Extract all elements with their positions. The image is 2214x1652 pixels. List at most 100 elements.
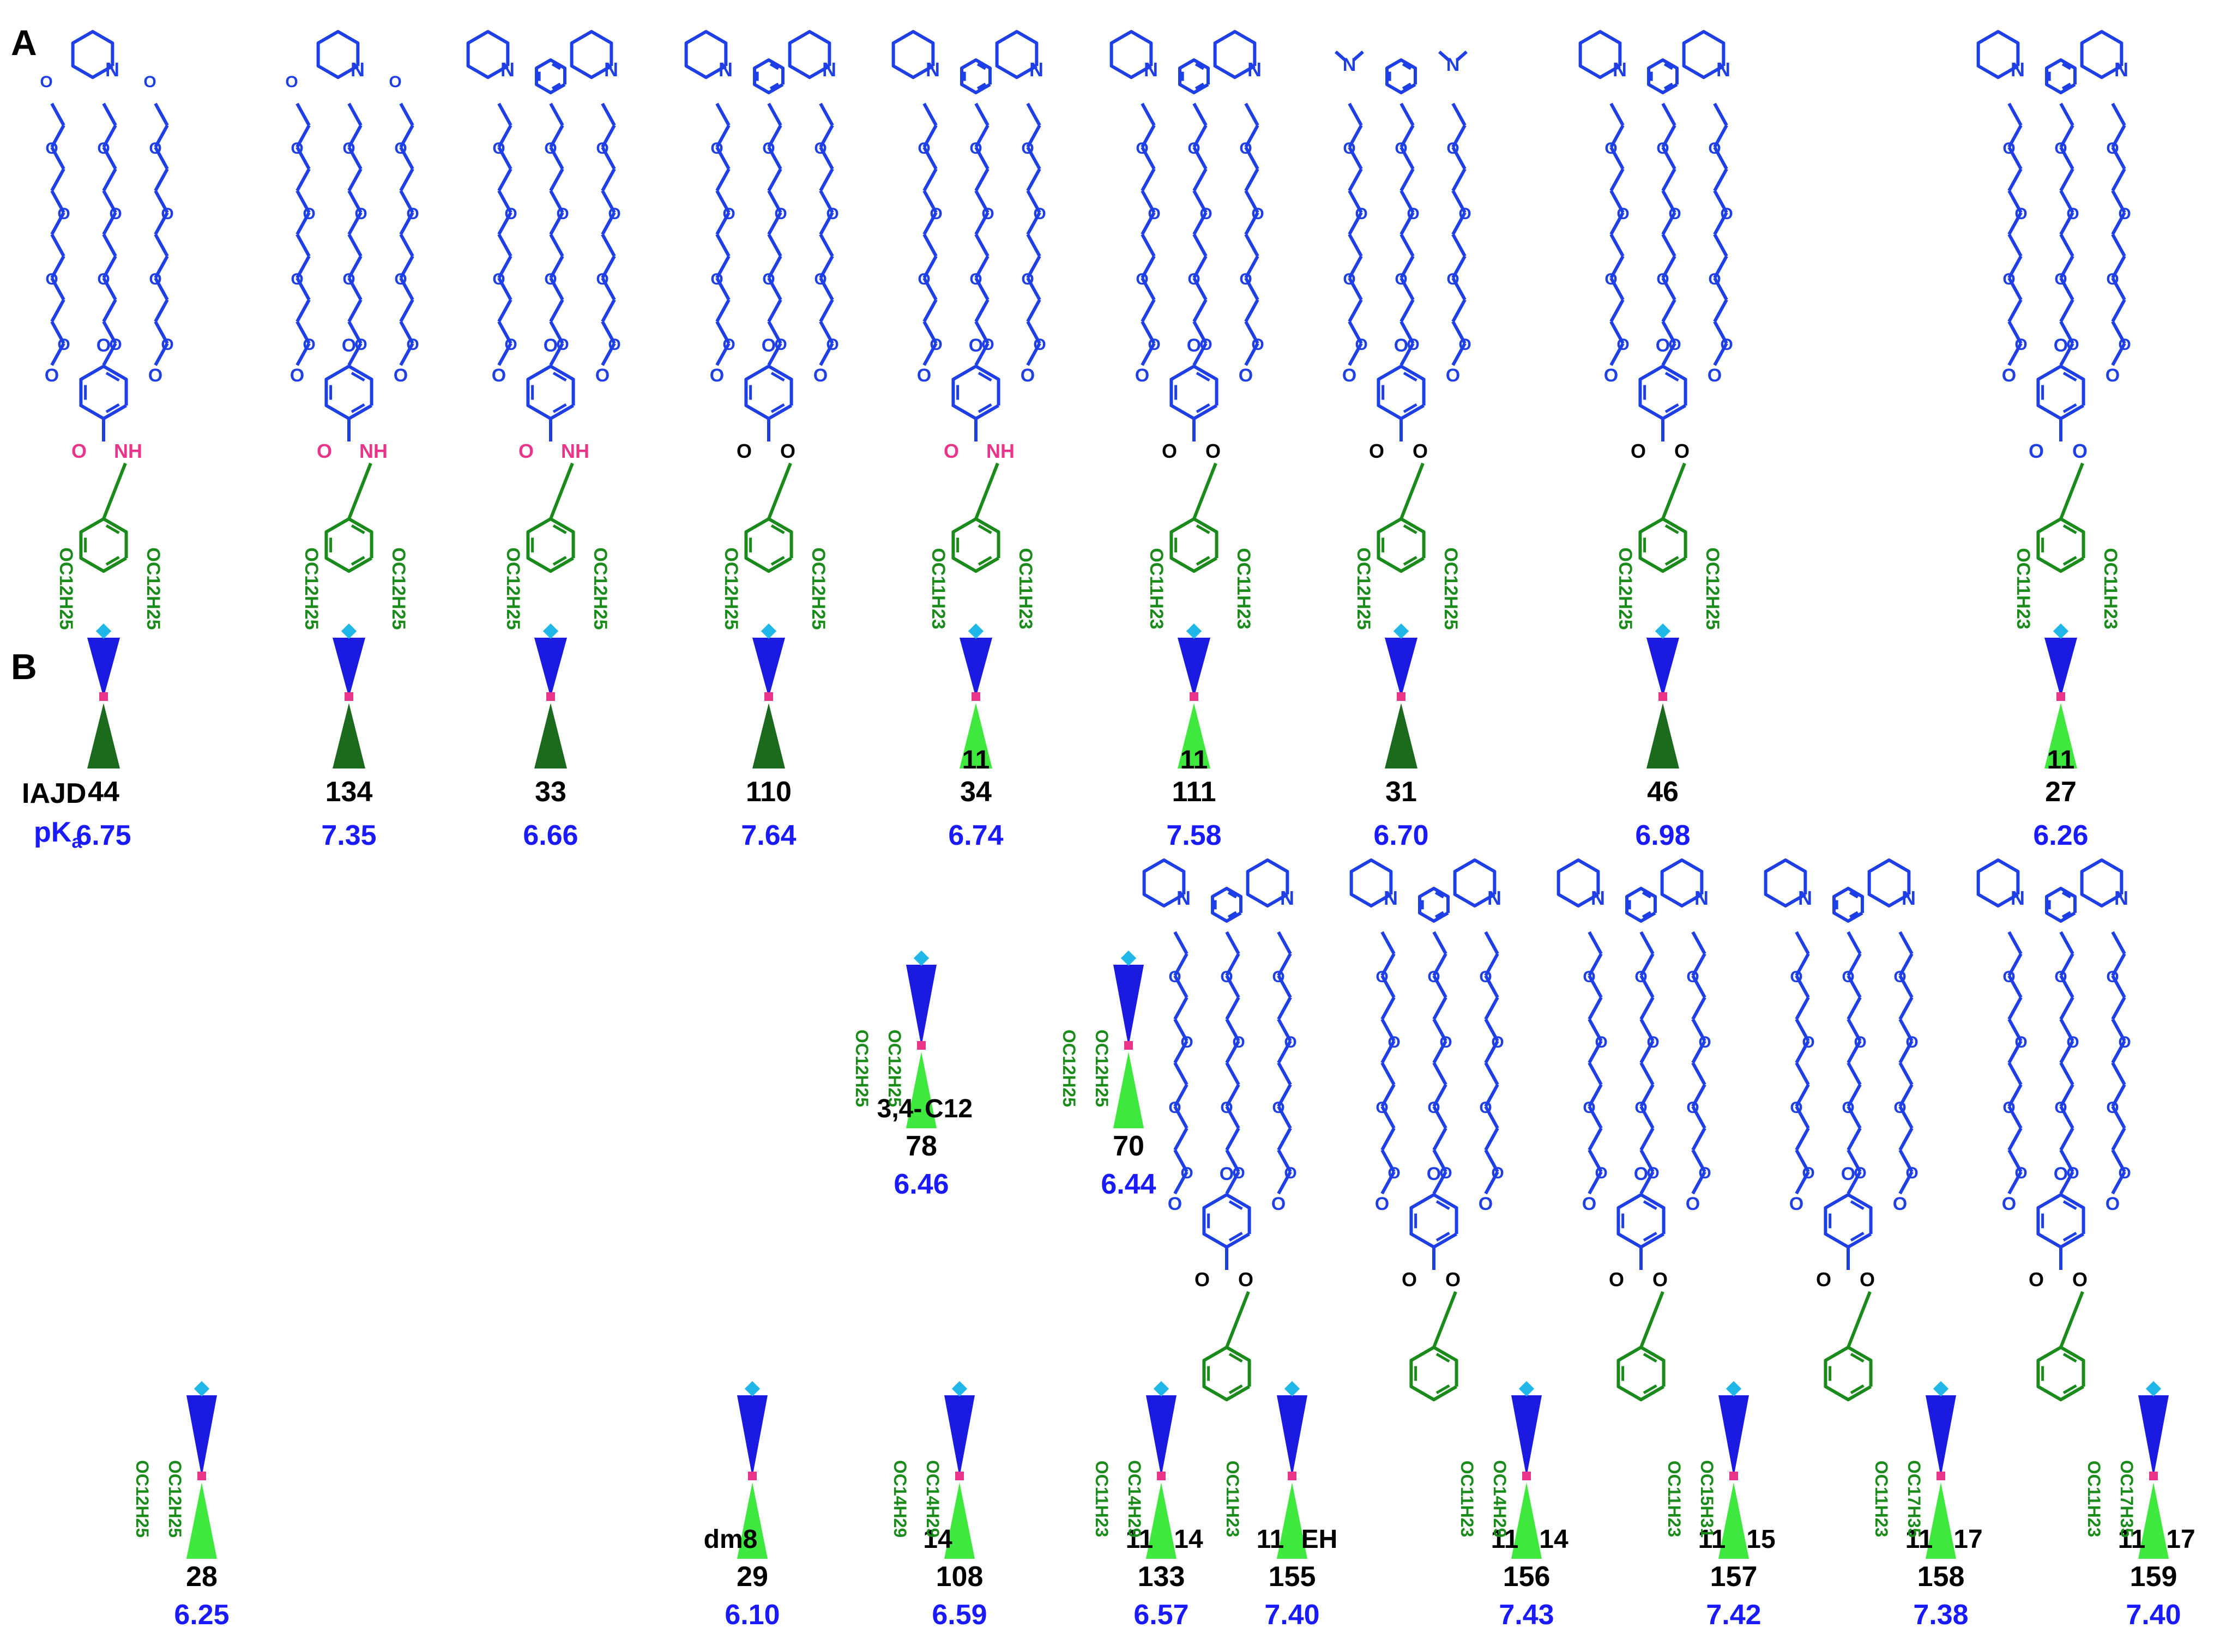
peg-bond [1225,1018,1240,1042]
peg-bond [497,102,512,126]
double-bond [1643,1384,1657,1394]
peg-bond [497,342,512,366]
peg-bond [1432,996,1447,1020]
oxygen-atom: O [2054,335,2068,356]
peg-bond [1451,342,1467,366]
peg-bond [1399,342,1415,366]
cone-note: dm8 [704,1525,758,1554]
peg-bond [1026,299,1041,323]
cone-note: 3,4- [877,1094,922,1123]
oxygen-atom: O [917,365,931,386]
peg-bond [1639,953,1655,977]
oxygen-atom: O [1220,1164,1234,1184]
peg-bond [1588,996,1603,1020]
peg-bond [1795,953,1810,977]
double-bond [2062,1353,2077,1363]
methoxy-oxygen: O [40,73,52,91]
peg-bond [974,320,990,344]
peg-bond [2007,975,2023,999]
peg-bond [1192,168,1208,192]
peg-bond [1898,1062,1914,1086]
double-bond [1643,1200,1657,1211]
peg-bond [715,233,731,257]
peg-bond [819,277,834,301]
peg-bond [1609,146,1625,170]
pka-value: 7.40 [1264,1599,1319,1631]
peg-bond [1026,233,1041,257]
alkoxy-tail: OC14H29 [923,1460,943,1538]
pka-sub: a [71,831,82,852]
methoxy-oxygen: O [285,73,298,91]
gallate-ring [1169,365,1218,420]
linker-dot [1522,1472,1531,1480]
peg-bond [1399,233,1415,257]
pka-value: 6.98 [1635,820,1690,851]
peg-bond [2111,255,2126,279]
peg-bond [347,146,363,170]
peg-bond [2059,975,2074,999]
peg-bond [767,102,782,126]
double-bond [105,372,120,382]
peg-bond [715,211,731,235]
peg-bond [1713,211,1728,235]
oxygen-atom: O [1634,1164,1648,1184]
peg-bond [1244,168,1259,192]
hydrophilic-cone [2044,638,2077,698]
alkoxy-tail: OC12H25 [1702,547,1723,630]
pka-value: 6.10 [725,1599,780,1631]
peg-bond [1432,1149,1447,1173]
linker-dot [546,692,555,701]
oxygen-atom: O [1375,1194,1389,1214]
amine-diamond [1153,1381,1169,1397]
peg-bond [1173,1171,1189,1195]
peg-bond [2111,102,2126,126]
peg-bond [1432,1127,1447,1151]
peg-bond [1713,299,1728,323]
hydrophobic-ring [1169,517,1218,573]
peg-bond [2007,277,2023,301]
double-bond [552,403,567,413]
pka-value: 7.35 [321,820,376,851]
peg-bond [601,168,616,192]
peg-bond [1609,320,1625,344]
oxygen-atom: O [544,335,558,356]
alkoxy-tail: OC11H23 [1457,1461,1477,1538]
peg-bond [497,255,512,279]
peg-bond [1192,255,1208,279]
peg-bond [2059,1105,2074,1129]
oxygen-atom: O [290,365,304,386]
piperidine-ring [1976,858,2020,907]
linker-dot [2149,1472,2158,1480]
alkoxy-tail: OC12H25 [301,547,322,630]
peg-bond [1609,233,1625,257]
oxygen-atom: O [1446,365,1460,386]
hydrophobic-ring [1638,517,1687,573]
double-bond [2061,63,2071,70]
double-bond [1228,1200,1243,1211]
peg-bond [922,211,938,235]
peg-bond [715,190,731,214]
peg-bond [1192,299,1208,323]
peg-bond [601,190,616,214]
hydrophobic-ring [1377,517,1426,573]
peg-bond [1713,277,1728,301]
peg-bond [50,190,65,214]
carbonyl-oxygen: O [1195,1268,1210,1291]
peg-bond [50,299,65,323]
hydrophilic-cone [737,1395,768,1477]
nitrogen-atom: N [1487,887,1501,909]
amine-diamond [2145,1381,2162,1397]
nitrogen-atom: N [1716,58,1730,81]
alkoxy-tail: OC11H23 [1092,1461,1112,1538]
peg-bond [1713,342,1728,366]
peg-bond [1847,1127,1862,1151]
double-bond [1850,1384,1865,1394]
alkoxy-tail: OC12H25 [808,547,829,630]
cone-note: 14 [1539,1525,1568,1554]
peg-bond [497,299,512,323]
peg-bond [1026,255,1041,279]
peg-bond [2007,190,2023,214]
peg-bond [1484,1040,1499,1064]
double-bond [976,82,986,90]
peg-bond [1661,168,1676,192]
